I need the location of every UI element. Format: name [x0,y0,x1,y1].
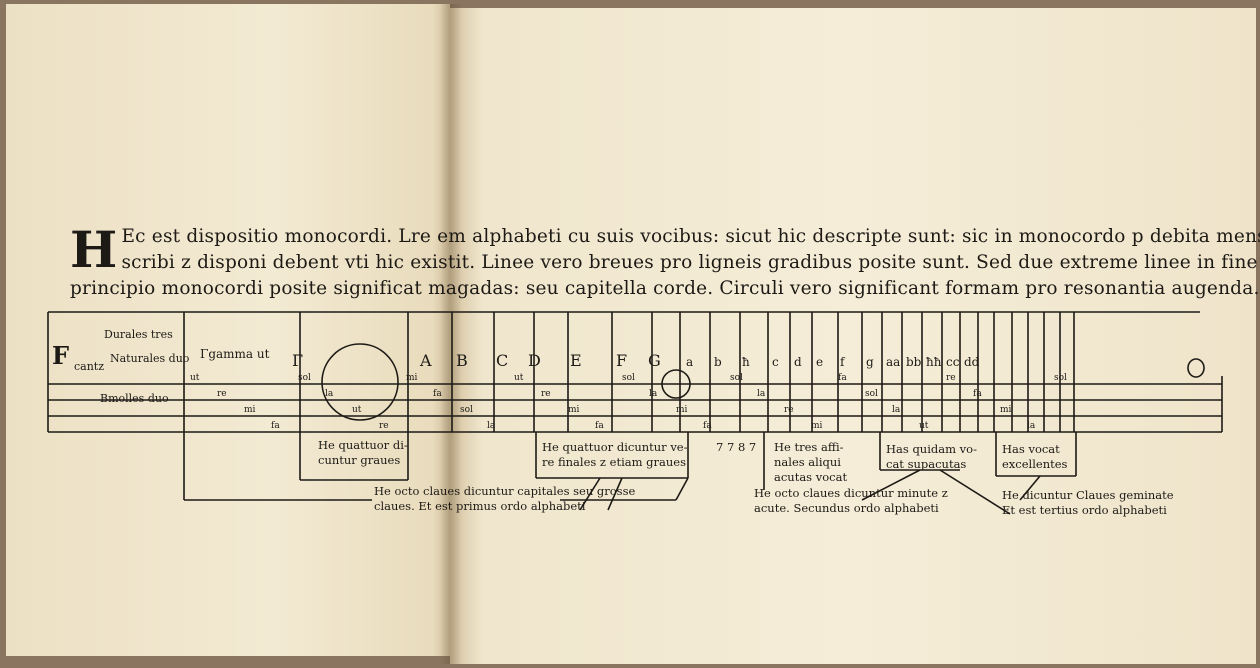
syllable-label: fa [838,373,847,383]
initial-letter: H [70,220,118,279]
syllable-label: fa [595,421,604,431]
heading-line-1: Ec est dispositio monocordi. Lre em alph… [121,226,1260,247]
note-capitales: He octo claues dicuntur capitales seu gr… [374,484,636,513]
syllable-label: re [541,389,551,399]
durales-label: Durales tres [104,328,173,341]
note-minute: He octo claues dicuntur minute z acute. … [754,486,948,515]
syllable-label: fa [703,421,712,431]
clef-letter: ħħ [926,355,942,369]
note-supacutas: Has quidam vo- cat supacutas [886,442,977,471]
syllable-label: sol [730,373,743,383]
syllable-label: mi [676,405,688,415]
cantus-label: cantz [74,360,104,373]
naturales-label: Naturales duo [110,352,190,365]
clef-letter: e [816,355,823,369]
gamma-label: Γgamma ut [200,347,270,361]
clef-letter: g [866,355,874,369]
syllable-label: fa [271,421,280,431]
note-geminate: He dicuntur Claues geminate Et est terti… [1002,488,1174,517]
clef-letter: dd [964,355,980,369]
syllable-label: sol [298,373,311,383]
clef-letter: f [840,355,846,369]
clef-letter: a [686,355,693,369]
syllable-label: ut [919,421,929,431]
syllable-labels: ut re mi fa sol la ut re mi fa sol la ut re mi fa sol la m… [190,373,1067,431]
diagram-lines [47,311,1223,515]
syllable-label: sol [460,405,473,415]
clef-letter: c [772,355,779,369]
clef-letter: G [648,351,661,370]
syllable-label: mi [406,373,418,383]
note-nums: 7 7 8 7 [716,440,757,454]
syllable-label: la [1027,421,1036,431]
syllable-label: re [379,421,389,431]
syllable-label: mi [568,405,580,415]
clef-letter: A [419,351,432,370]
clef-letter: Γ [292,351,303,370]
clef-letter: D [528,351,541,370]
clef-letter: aa [886,355,900,369]
clef-letter: E [570,351,582,370]
syllable-label: fa [433,389,442,399]
note-graves-b: He quattuor dicuntur ve- re finales z et… [542,440,688,469]
clef-letter: F [616,351,627,370]
clef-letter: C [496,351,508,370]
syllable-label: sol [622,373,635,383]
syllable-label: ut [352,405,362,415]
syllable-label: re [946,373,956,383]
syllable-label: la [487,421,496,431]
note-acutas: He tres affi- nales aliqui acutas vocat [774,440,848,484]
syllable-label: ut [514,373,524,383]
clef-letter: bb [906,355,922,369]
syllable-label: mi [244,405,256,415]
clef-letter: b [714,355,722,369]
right-page [450,8,1256,664]
syllable-label: re [784,405,794,415]
bmolles-label: Bmolles duo [100,392,169,405]
left-page [6,4,450,656]
note-excellentes: Has vocat excellentes [1002,442,1068,471]
syllable-label: sol [1054,373,1067,383]
clef-letter: cc [946,355,960,369]
heading-text: H Ec est dispositio monocordi. Lre em al… [70,220,1260,302]
syllable-label: sol [865,389,878,399]
left-letter: F [52,341,69,370]
heading-line-3: principio monocordi posite significat ma… [70,278,1260,299]
syllable-label: ut [190,373,200,383]
note-graves-a: He quattuor di- cuntur graues [318,438,408,467]
syllable-label: mi [811,421,823,431]
syllable-label: re [217,389,227,399]
syllable-label: la [325,389,334,399]
clef-letter: d [794,355,802,369]
syllable-label: fa [973,389,982,399]
syllable-label: la [892,405,901,415]
book-gutter [440,4,462,664]
syllable-label: la [649,389,658,399]
syllable-label: mi [1000,405,1012,415]
clef-letter: ħ [742,355,750,369]
clef-letter: B [456,351,468,370]
syllable-label: la [757,389,766,399]
heading-line-2: scribi z disponi debent vti hic existit.… [121,252,1260,273]
fret-lines [183,312,1075,432]
